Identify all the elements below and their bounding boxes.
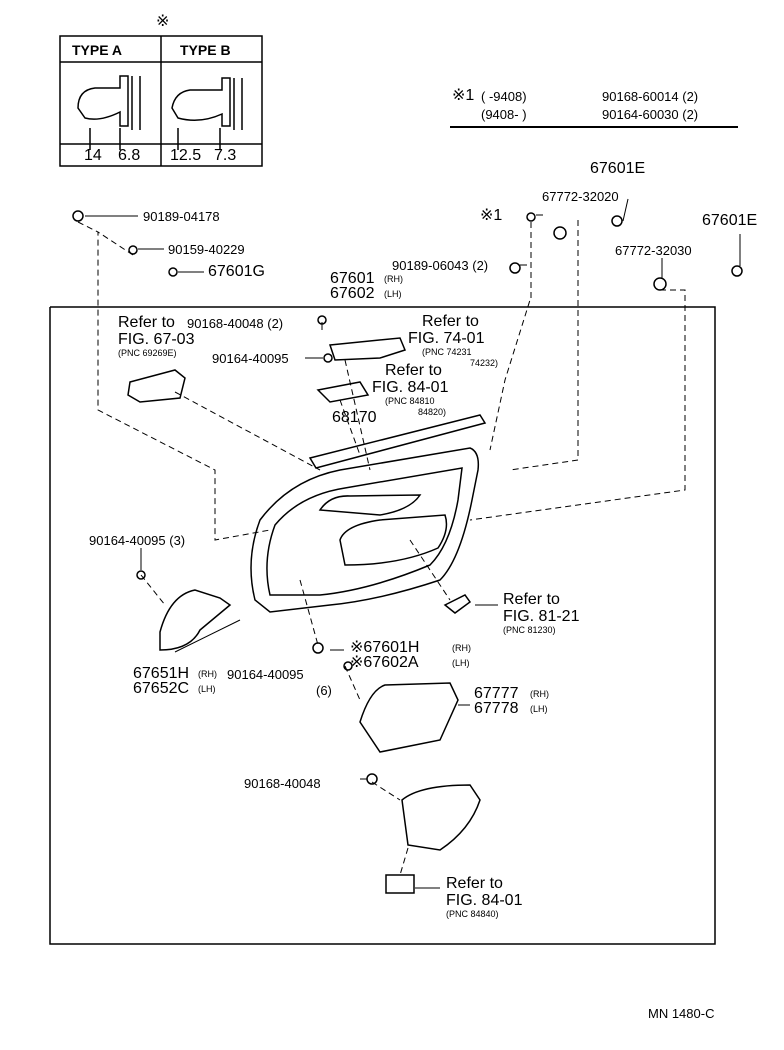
ref-8121-refer: Refer to (503, 591, 560, 608)
part-67601E-b: 67601E (702, 212, 758, 229)
ref-8121-fig: FIG. 81-21 (503, 608, 580, 625)
dim-b-2: 7.3 (214, 147, 237, 164)
part-90159-40229: 90159-40229 (168, 242, 245, 257)
ref-8401-fig: FIG. 84-01 (372, 379, 449, 396)
ref-6703-refer: Refer to (118, 314, 175, 331)
type-a-header: TYPE A (72, 42, 123, 58)
label-rh-4: (RH) (530, 689, 549, 699)
clip-type-b-drawing (171, 77, 231, 127)
ref-8401b-pnc: (PNC 84840) (446, 909, 499, 919)
part-67602: 67602 (330, 285, 375, 302)
part-67652C: 67652C (133, 680, 190, 697)
label-rh: (RH) (384, 274, 403, 284)
note-symbol: ※ (156, 13, 170, 30)
qty-6: (6) (316, 683, 332, 698)
variant-range-2: (9408- ) (481, 107, 527, 122)
part-67601H: ※67601H (350, 639, 420, 656)
part-67601G: 67601G (208, 263, 265, 280)
dim-b-1: 12.5 (170, 147, 202, 164)
part-67772-32020: 67772-32020 (542, 189, 619, 204)
part-90164-40095-a: 90164-40095 (212, 351, 289, 366)
type-b-header: TYPE B (180, 42, 231, 58)
ref-7401-refer: Refer to (422, 313, 479, 330)
ref-7401-fig: FIG. 74-01 (408, 330, 485, 347)
ref-8401b-fig: FIG. 84-01 (446, 892, 523, 909)
label-lh-4: (LH) (530, 704, 548, 714)
part-67778: 67778 (474, 700, 519, 717)
ref-8121-pnc: (PNC 81230) (503, 625, 556, 635)
part-67777: 67777 (474, 685, 519, 702)
ref-7401-pnc1: (PNC 74231 (422, 347, 472, 357)
label-lh: (LH) (384, 289, 402, 299)
part-68170: 68170 (332, 409, 377, 426)
dim-a-2: 6.8 (118, 147, 141, 164)
variant-part-2: 90164-60030 (2) (602, 107, 699, 122)
label-lh-2: (LH) (452, 658, 470, 668)
variant-part-1: 90168-60014 (2) (602, 89, 699, 104)
part-67602A: ※67602A (350, 654, 419, 671)
part-90164-40095-6: 90164-40095 (227, 667, 304, 682)
part-90164-40095-3: 90164-40095 (3) (89, 533, 186, 548)
ref-6703-fig: FIG. 67-03 (118, 331, 195, 348)
label-rh-2: (RH) (452, 643, 471, 653)
part-67601E-a: 67601E (590, 160, 646, 177)
part-67651H: 67651H (133, 665, 190, 682)
variant-marker: ※1 (452, 87, 475, 104)
part-90189-04178: 90189-04178 (143, 209, 220, 224)
clip-type-a-drawing (77, 75, 129, 127)
marker-1: ※1 (480, 207, 503, 224)
footer-code: MN 1480-C (648, 1006, 715, 1021)
label-lh-3: (LH) (198, 684, 216, 694)
ref-6703-fastener: 90168-40048 (2) (187, 316, 284, 331)
part-67772-32030: 67772-32030 (615, 243, 692, 258)
ref-6703-pnc: (PNC 69269E) (118, 348, 177, 358)
ref-8401-pnc2: 84820) (418, 407, 447, 417)
part-90168-40048: 90168-40048 (244, 776, 321, 791)
ref-8401-pnc1: (PNC 84810 (385, 396, 435, 406)
ref-8401b-refer: Refer to (446, 875, 503, 892)
part-90189-06043: 90189-06043 (2) (392, 258, 489, 273)
part-67601: 67601 (330, 270, 375, 287)
label-rh-3: (RH) (198, 669, 217, 679)
door-panel-shape (250, 447, 480, 613)
variant-range-1: ( -9408) (481, 89, 527, 104)
dim-a-1: 14 (84, 147, 102, 164)
ref-7401-pnc2: 74232) (470, 358, 499, 368)
ref-8401-refer: Refer to (385, 362, 442, 379)
